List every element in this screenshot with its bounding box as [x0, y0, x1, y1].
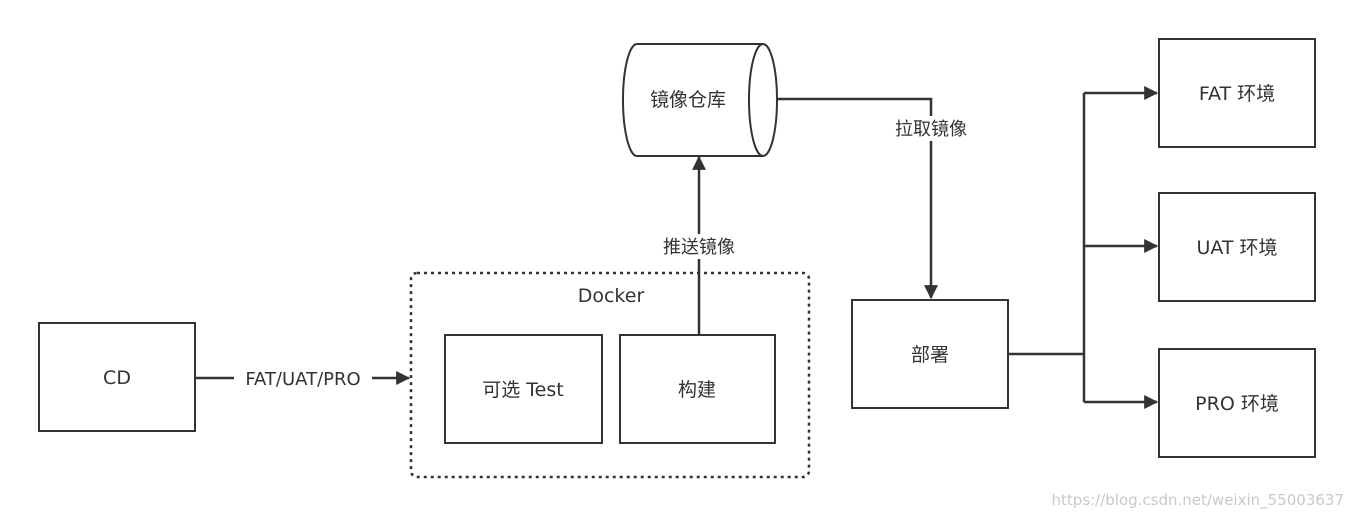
deploy-box: [851, 299, 1009, 409]
registry-cylinder: [622, 43, 778, 157]
deploy-label: 部署: [911, 344, 949, 366]
cd-box: [38, 322, 196, 432]
pro-env-box: [1158, 348, 1316, 458]
pull-image-connector: [777, 97, 938, 300]
uat-env-label: UAT 环境: [1196, 237, 1277, 259]
optional-test-box: [444, 334, 603, 444]
build-label: 构建: [678, 379, 716, 401]
cd-to-docker-label: FAT/UAT/PRO: [245, 369, 360, 390]
pull-image-label-bg: [887, 116, 975, 141]
build-box: [619, 334, 776, 444]
pull-image-label: 拉取镜像: [895, 119, 967, 140]
push-image-label-bg: [656, 234, 742, 259]
cd-to-docker-label-bg: [234, 366, 372, 390]
fat-env-box: [1158, 38, 1316, 148]
docker-container: [409, 271, 811, 479]
pro-env-label: PRO 环境: [1195, 393, 1279, 415]
registry-label: 镜像仓库: [650, 89, 726, 111]
uat-env-box: [1158, 192, 1316, 302]
deploy-to-envs-connector: [1008, 86, 1159, 409]
docker-label: Docker: [578, 285, 645, 307]
optional-test-label: 可选 Test: [482, 379, 563, 401]
push-image-label: 推送镜像: [663, 237, 735, 258]
cd-label: CD: [103, 367, 131, 389]
watermark: https://blog.csdn.net/weixin_55003637: [1051, 491, 1344, 510]
fat-env-label: FAT 环境: [1199, 83, 1275, 105]
